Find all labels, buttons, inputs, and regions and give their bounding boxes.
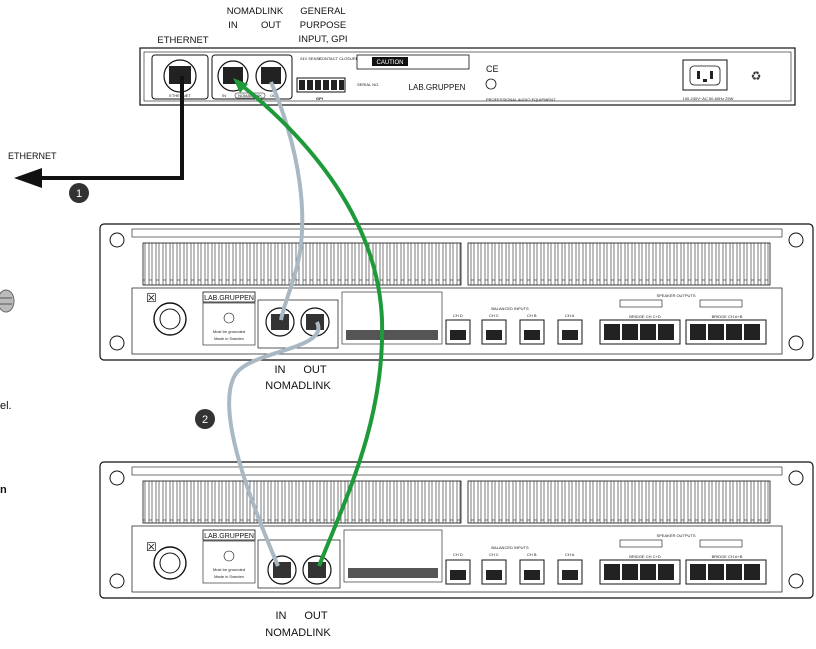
amp1-nomadlink-out-port xyxy=(306,314,324,330)
power-rating-text: 100-240V~AC 50-60Hz 25W xyxy=(683,96,734,101)
amp2-bridge-cd-text: BRIDGE CH C+D xyxy=(629,554,661,559)
weee-bin-icon: ♻ xyxy=(751,69,762,83)
callout-2: 2 xyxy=(195,409,215,429)
amp2-bridge-ab-text: BRIDGE CH A+B xyxy=(712,554,743,559)
amp2-in-label: IN xyxy=(276,610,287,622)
gpi-label-line3: INPUT, GPI xyxy=(298,34,347,45)
amp1-nomadlink-in-port xyxy=(271,314,289,330)
green-cable-arrow-icon xyxy=(233,78,248,93)
port-nomadlink-text: NOMADLINK xyxy=(238,93,262,98)
amp1-ch-c-text: CH C xyxy=(489,313,499,318)
amp2-made-in-text: Made in Sweden xyxy=(214,574,244,579)
port-in-text: IN xyxy=(222,93,226,98)
amp2-ch-c-text: CH C xyxy=(489,552,499,557)
amp1-vent-right xyxy=(467,242,771,286)
amp1-input-terminals xyxy=(445,319,583,345)
nomadlink-green-cable xyxy=(238,82,385,567)
amplifier-2: ☒ LAB.GRUPPEN Must be grounded Made in S… xyxy=(99,461,814,639)
amp2-weee-icon: ☒ xyxy=(146,540,157,554)
ethernet-out-label: ETHERNET xyxy=(8,151,57,161)
left-edge-switch-icon xyxy=(0,289,15,313)
top-nomadlink-label: NOMADLINK xyxy=(227,6,284,17)
amp1-weee-icon: ☒ xyxy=(146,291,157,305)
amp2-ch-b-text: CH B xyxy=(527,552,537,557)
amp2-nomadlink-out-port xyxy=(308,562,326,578)
amp1-balanced-inputs-text: BALANCED INPUTS xyxy=(491,306,529,311)
amp2-brand: LAB.GRUPPEN xyxy=(204,533,254,540)
amplifier-1: ☒ LAB.GRUPPEN Must be grounded Made in S… xyxy=(99,223,814,392)
amp1-ch-b-text: CH B xyxy=(527,313,537,318)
ce-mark: CE xyxy=(486,64,499,74)
amp2-balanced-inputs-text: BALANCED INPUTS xyxy=(491,545,529,550)
amp1-ch-a-text: CH A xyxy=(565,313,575,318)
top-in-label: IN xyxy=(228,20,238,31)
amp1-out-label: OUT xyxy=(303,364,327,376)
contact-closure-text: CONTACT CLOSURE xyxy=(319,56,359,61)
ethernet-arrow-icon xyxy=(14,168,42,188)
gpi-label-line1: GENERAL xyxy=(300,6,345,17)
amp1-bridge-cd-text: BRIDGE CH C+D xyxy=(629,314,661,319)
callout-2-text: 2 xyxy=(202,414,208,426)
amp2-grounded-text: Must be grounded xyxy=(213,567,245,572)
ethernet-port xyxy=(169,66,191,84)
amp1-speaker-terminals xyxy=(599,319,767,345)
top-unit: ETHERNET NOMADLINK IN OUT GENERAL PURPOS… xyxy=(139,6,796,106)
pro-audio-text: PROFESSIONAL AUDIO EQUIPMENT xyxy=(486,97,556,102)
gpi-label-line2: PURPOSE xyxy=(300,20,346,31)
amp1-made-in-text: Made in Sweden xyxy=(214,336,244,341)
amp2-vent-left xyxy=(142,480,462,524)
top-out-label: OUT xyxy=(261,20,281,31)
sense-text: 24V SENSE xyxy=(300,56,322,61)
certification-icon xyxy=(485,78,497,90)
amp2-speaker-outputs-text: SPEAKER OUTPUTS xyxy=(656,533,695,538)
amp2-nomadlink-label: NOMADLINK xyxy=(265,627,331,639)
amp1-speaker-outputs-text: SPEAKER OUTPUTS xyxy=(656,293,695,298)
gpi-terminal-block xyxy=(296,77,346,93)
amp1-nomadlink-label: NOMADLINK xyxy=(265,380,331,392)
serial-text: SERIAL NO. xyxy=(357,82,379,87)
nomadlink-out-port xyxy=(261,67,281,84)
amp2-input-terminals xyxy=(445,559,583,585)
amp1-brand: LAB.GRUPPEN xyxy=(204,295,254,302)
nomadlink-in-port xyxy=(223,67,243,84)
nomadlink-gray-cable-2 xyxy=(227,321,321,567)
callout-1: 1 xyxy=(69,183,89,203)
caution-text: CAUTION xyxy=(377,60,404,66)
amp1-bridge-ab-text: BRIDGE CH A+B xyxy=(712,314,743,319)
top-brand-text: LAB.GRUPPEN xyxy=(409,83,466,92)
top-ethernet-label: ETHERNET xyxy=(157,35,208,46)
amp2-out-label: OUT xyxy=(304,610,328,622)
ethernet-cable xyxy=(40,76,184,180)
gpi-text: GPI xyxy=(316,96,323,101)
amp2-vent-right xyxy=(467,480,771,524)
left-fragment-2: n xyxy=(0,484,7,496)
amp2-ch-a-text: CH A xyxy=(565,552,575,557)
amp2-ch-d-text: CH D xyxy=(453,552,463,557)
callout-1-text: 1 xyxy=(76,188,82,200)
amp1-ch-d-text: CH D xyxy=(453,313,463,318)
amp2-speaker-terminals xyxy=(599,559,767,585)
left-fragment-1: el. xyxy=(0,400,12,412)
amp1-in-label: IN xyxy=(275,364,286,376)
amp1-grounded-text: Must be grounded xyxy=(213,329,245,334)
